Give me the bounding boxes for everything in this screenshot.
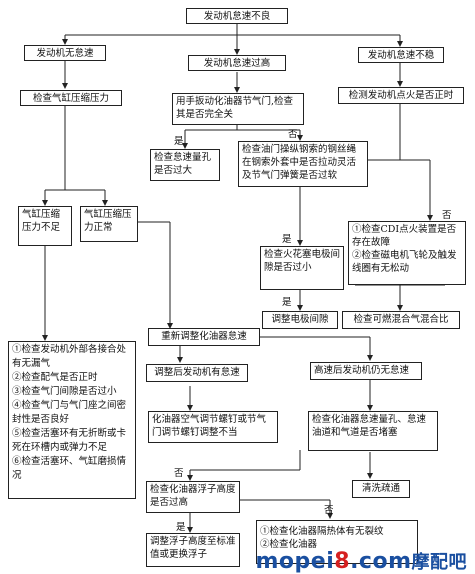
final-no-label: 否 <box>324 505 334 516</box>
left-head: 发动机无怠速 <box>24 45 106 61</box>
final-box: ①检查化油器隔热体有无裂纹 ②检查化油器 <box>256 520 418 564</box>
cause-6: ⑥检查活塞环、气缸磨损情况 <box>12 456 127 481</box>
readjust-box: 重新调整化油器怠速 <box>148 328 260 346</box>
left-causes: ①检查发动机外部各接合处有无漏气 ②检查配气是否正时 ③检查气门间隙是否过小 ④… <box>8 341 136 499</box>
final-2: ②检查化油器 <box>260 539 318 550</box>
middle-yes-box: 检查怠速量孔是否过大 <box>150 149 220 181</box>
float-fix-box: 调整浮子高度至标准值或更换浮子 <box>146 533 240 567</box>
right-yes-box: 检查火花塞电极间隙是否过小 <box>260 246 344 290</box>
right-head: 发动机怠速不稳 <box>358 47 444 63</box>
left-low: 气缸压缩压力不足 <box>18 206 72 246</box>
adjust-yes-label: 是 <box>282 297 292 308</box>
middle-head: 发动机怠速过高 <box>188 55 286 71</box>
middle-check: 用手扳动化油器节气门,检查其是否完全关 <box>172 93 304 125</box>
middle-no-box: 检查油门操纵钢索的钢丝绳在钢索外套中是否拉动灵活及节气门弹簧是否过软 <box>238 141 368 187</box>
final-1: ①检查化油器隔热体有无裂纹 <box>260 526 384 537</box>
middle-yes-label: 是 <box>174 136 184 147</box>
cause-1: ①检查发动机外部各接合处有无漏气 <box>12 344 127 369</box>
root-node: 发动机怠速不良 <box>186 8 288 24</box>
left-check: 检查气缸压缩压力 <box>20 90 122 106</box>
right-adjust: 调整电极间隙 <box>262 311 338 329</box>
cause-4: ④检查气门与气门座之间密封性是否良好 <box>12 400 127 425</box>
cause-5: ⑤检查活塞环有无折断或卡死在环槽内或弹力不足 <box>12 428 127 453</box>
cause-2: ②检查配气是否正时 <box>12 372 98 383</box>
orifice-box: 检查化油器怠速量孔、怠速油道和气道是否堵塞 <box>308 411 438 451</box>
right-no-label: 否 <box>442 210 452 221</box>
float-box: 检查化油器浮子高度是否过高 <box>146 481 240 513</box>
right-check: 检测发动机点火是否正时 <box>338 87 464 104</box>
clean-box: 清洗疏通 <box>352 480 410 498</box>
right-no-box: ①检查CDI点火装置是否存在故障 ②检查磁电机飞轮及触发线圈有无松动 <box>348 221 466 285</box>
right-mixture: 检查可燃混合气混合比 <box>342 311 460 329</box>
cause-3: ③检查气门间隙是否过小 <box>12 386 117 397</box>
right-no-2: ②检查磁电机飞轮及触发线圈有无松动 <box>352 250 457 274</box>
float-no-label: 否 <box>174 468 184 479</box>
screw-box: 化油器空气调节螺钉或节气门调节螺钉调整不当 <box>148 411 278 443</box>
float-yes-label: 是 <box>176 522 186 533</box>
right-yes-label: 是 <box>282 234 292 245</box>
after-box: 调整后发动机有怠速 <box>146 364 248 382</box>
watermark: mopei8.com摩配吧 <box>255 549 467 574</box>
middle-no-label: 否 <box>288 129 298 140</box>
right-no-1: ①检查CDI点火装置是否存在故障 <box>352 224 457 248</box>
high-idle-box: 高速后发动机仍无怠速 <box>310 362 422 380</box>
left-normal: 气缸压缩压力正常 <box>80 206 138 242</box>
